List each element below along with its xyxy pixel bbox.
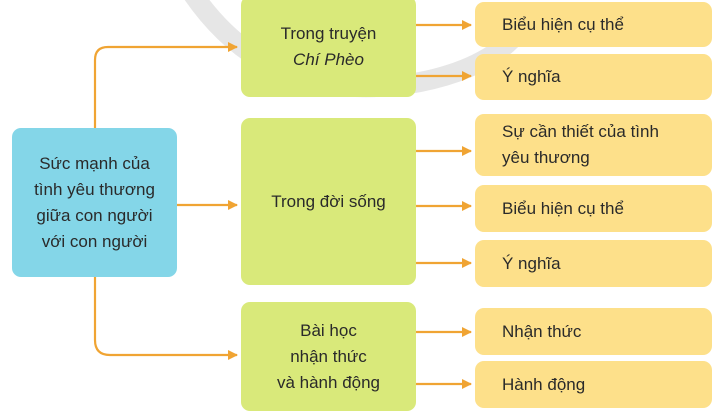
leaf-label: Biểu hiện cụ thể [502,198,624,218]
leaf-node: Hành động [475,361,712,408]
branch-line: Bài học [300,320,357,340]
leaf-label: Ý nghĩa [502,253,561,273]
leaf-node: Biểu hiện cụ thể [475,2,712,47]
leaf-node: Nhận thức [475,308,712,355]
branch-line: và hành động [276,372,381,392]
leaf-label: yêu thương [502,148,590,167]
leaf-label: Hành động [502,374,586,394]
root-line: với con người [41,231,148,251]
leaf-label: Nhận thức [502,321,582,341]
leaf-label: Ý nghĩa [502,67,561,86]
leaf-label: Sự cần thiết của tình [502,122,659,141]
root-line: Sức mạnh của [39,153,150,173]
leaf-label: Biểu hiện cụ thể [502,14,624,34]
root-line: giữa con người [36,205,153,225]
branch-line: Trong truyện [280,23,377,43]
branch-line: nhận thức [290,346,367,366]
leaf-node: Sự cần thiết của tình yêu thương [475,114,712,176]
leaf-node: Biểu hiện cụ thể [475,185,712,232]
branch-node-trong-truyen: Trong truyện Chí Phèo [241,0,416,97]
branch-node-trong-doi-song: Trong đời sống [241,118,416,285]
leaf-node: Ý nghĩa [475,240,712,287]
branch-line-italic: Chí Phèo [293,49,364,69]
root-node: Sức mạnh của tình yêu thương giữa con ng… [12,128,177,277]
root-line: tình yêu thương [34,179,155,199]
leaf-node: Ý nghĩa [475,54,712,100]
branch-node-bai-hoc: Bài học nhận thức và hành động [241,302,416,411]
branch-line: Trong đời sống [271,191,386,211]
